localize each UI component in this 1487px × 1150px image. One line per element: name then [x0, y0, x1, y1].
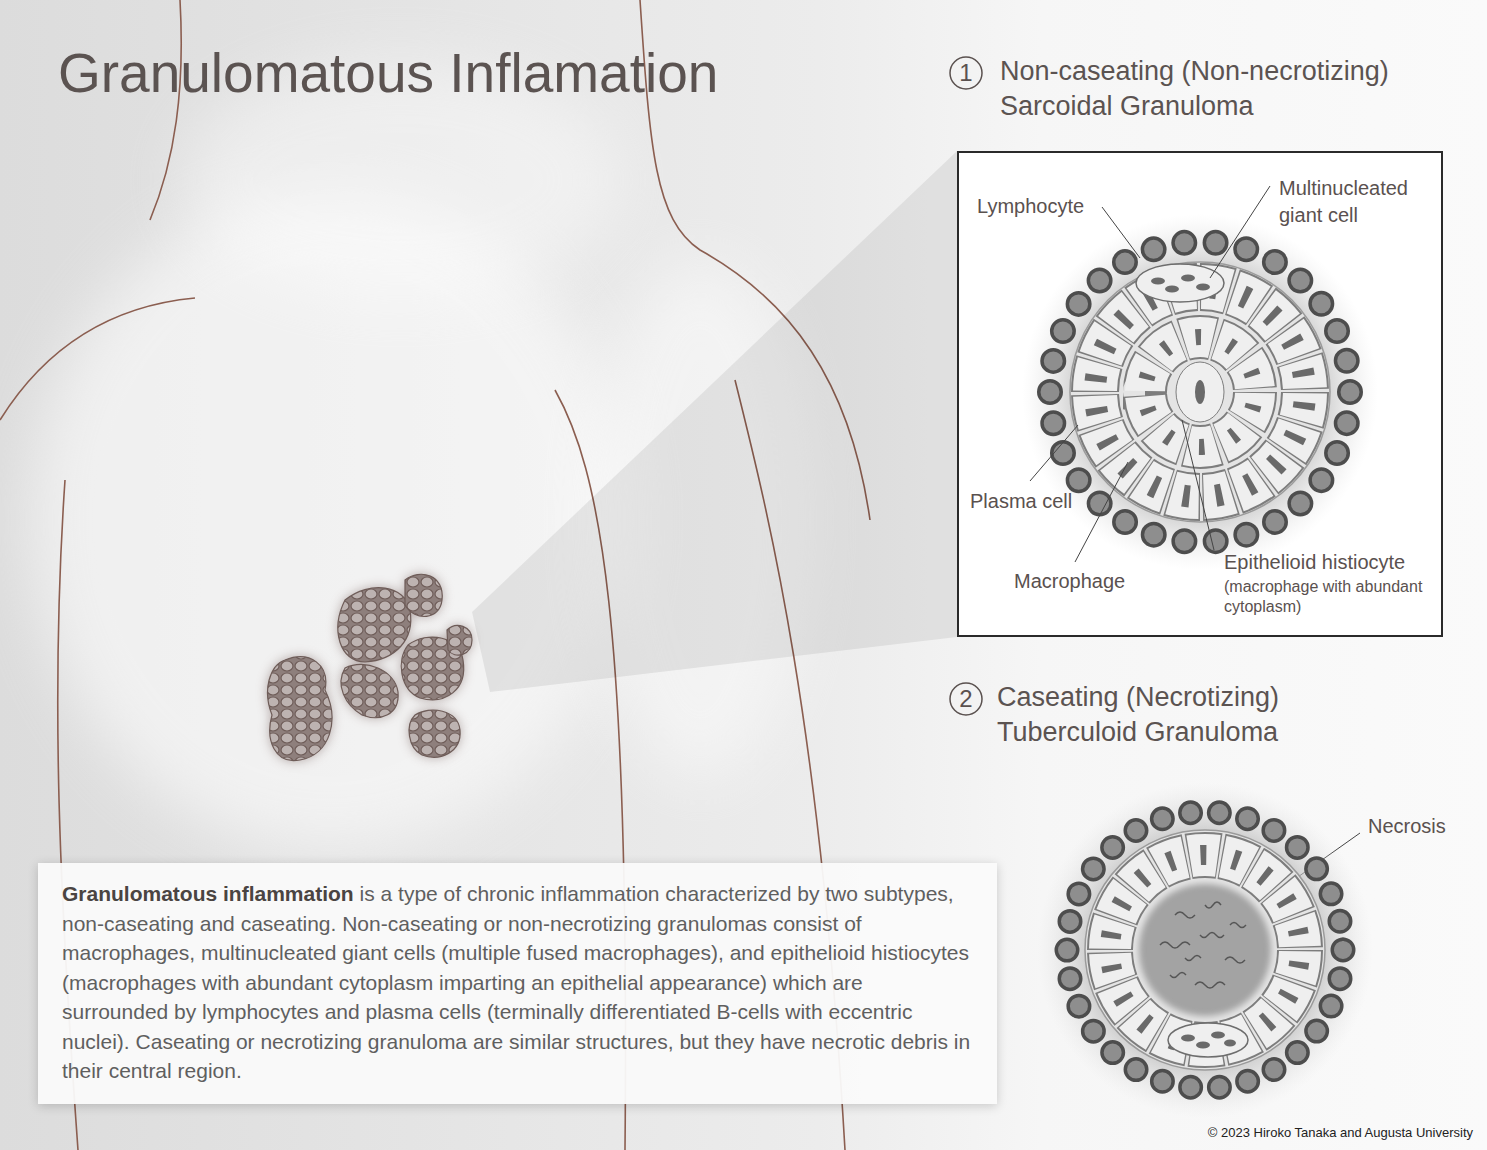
neck-line	[150, 0, 181, 220]
leader-line	[1182, 420, 1214, 550]
necrotic-center	[1139, 884, 1271, 1016]
histiocyte	[1176, 362, 1224, 422]
granuloma-non-caseating	[1022, 214, 1378, 570]
granuloma-body	[1070, 262, 1330, 522]
histiocyte-ring	[1110, 855, 1300, 1045]
caption-box: Granulomatous inflammation is a type of …	[38, 863, 997, 1104]
granuloma-body	[1085, 830, 1325, 1070]
callout-circle	[950, 683, 982, 715]
lymphocyte-ring	[1050, 242, 1350, 542]
leader-line	[1210, 186, 1270, 278]
diagram-title: Granulomatous Inflamation	[58, 40, 718, 106]
skin-lesion	[268, 574, 472, 760]
panel-heading: Non-caseating (Non-necrotizing) Sarcoida…	[1000, 54, 1460, 124]
callout-number: 1	[950, 58, 982, 88]
lymphocyte-ring	[1067, 812, 1343, 1088]
cell-label: Necrosis	[1368, 814, 1446, 838]
histiocyte-nuclei	[1110, 855, 1300, 1045]
leader-line	[1030, 425, 1078, 481]
histiocyte-ring	[1110, 855, 1300, 1045]
leader-line	[1075, 462, 1128, 562]
cell-label: Plasma cell	[970, 489, 1072, 513]
cell-label: Macrophage	[1014, 569, 1125, 593]
lymphocyte-ring	[1067, 812, 1343, 1088]
callout-number: 2	[950, 684, 982, 714]
necrotic-debris	[1160, 902, 1246, 988]
cell-note: (macrophage with abundant cytoplasm)	[1224, 577, 1424, 617]
giant-cell	[1168, 1023, 1248, 1057]
callout-circle	[950, 57, 982, 89]
panel-ground	[957, 151, 1443, 637]
leader-line	[1102, 207, 1140, 258]
cell-label: Lymphocyte	[977, 194, 1084, 218]
lesion-shadow	[268, 574, 472, 760]
lesion-nodules	[268, 574, 472, 760]
granuloma-caseating	[1037, 782, 1373, 1118]
histiocyte-nuclei	[1145, 337, 1255, 447]
glow	[1037, 782, 1373, 1118]
histiocyte-ring	[1145, 337, 1255, 447]
zoom-panel: Non-caseating (Non-necrotizing) Sarcoida…	[957, 151, 1443, 637]
shoulder-line	[0, 298, 195, 420]
zoom-wedge	[472, 151, 957, 692]
cell-label: Multinucleated giant cell	[1279, 175, 1439, 229]
nucleus	[1195, 380, 1205, 404]
cell-label: Epithelioid histiocyte	[1224, 550, 1405, 574]
panel-heading: Caseating (Necrotizing) Tuberculoid Gran…	[997, 680, 1417, 750]
lymphocyte-ring	[1050, 242, 1350, 542]
giant-cell	[1136, 264, 1224, 302]
caption-text: Granulomatous inflammation is a type of …	[62, 879, 973, 1086]
glow	[1022, 214, 1378, 570]
histiocyte-ring	[1145, 337, 1255, 447]
copyright: © 2023 Hiroko Tanaka and Augusta Univers…	[1120, 1125, 1473, 1141]
